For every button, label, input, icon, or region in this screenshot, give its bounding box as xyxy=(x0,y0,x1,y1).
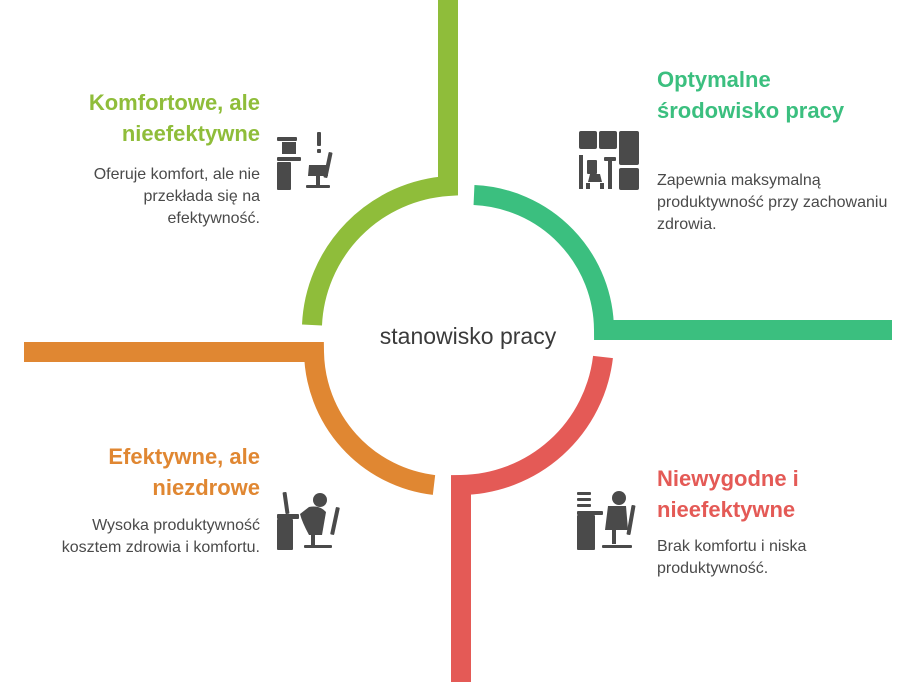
quadrant-top-right-description: Zapewnia maksymalną produktywność przy z… xyxy=(657,172,888,233)
quadrant-top-right-title: Optymalne środowisko pracy xyxy=(657,67,845,123)
quadrant-bottom-right-description: Brak komfortu i niska produktywność. xyxy=(657,538,807,577)
quadrant-bottom-right-title: Niewygodne i nieefektywne xyxy=(657,466,799,522)
arc-top-right xyxy=(473,185,892,340)
arc-bottom-left xyxy=(24,342,436,495)
center-label: stanowisko pracy xyxy=(379,323,557,349)
quadrant-bottom-left-title: Efektywne, ale niezdrowe xyxy=(108,444,260,500)
arc-top-left xyxy=(302,0,458,326)
comfortable-desk-warning-icon xyxy=(277,132,333,190)
arc-bottom-right xyxy=(451,355,613,682)
quadrant-top-left-description: Oferuje komfort, ale nie przekłada się n… xyxy=(93,166,260,227)
quadrant-top-left-title: Komfortowe, ale nieefektywne xyxy=(88,90,260,146)
office-workspace-icon xyxy=(579,131,639,190)
quadrant-bottom-left-description: Wysoka produktywność kosztem zdrowia i k… xyxy=(61,517,260,556)
hunched-worker-desk-icon xyxy=(277,491,340,550)
uncomfortable-worker-desk-icon xyxy=(577,491,636,550)
